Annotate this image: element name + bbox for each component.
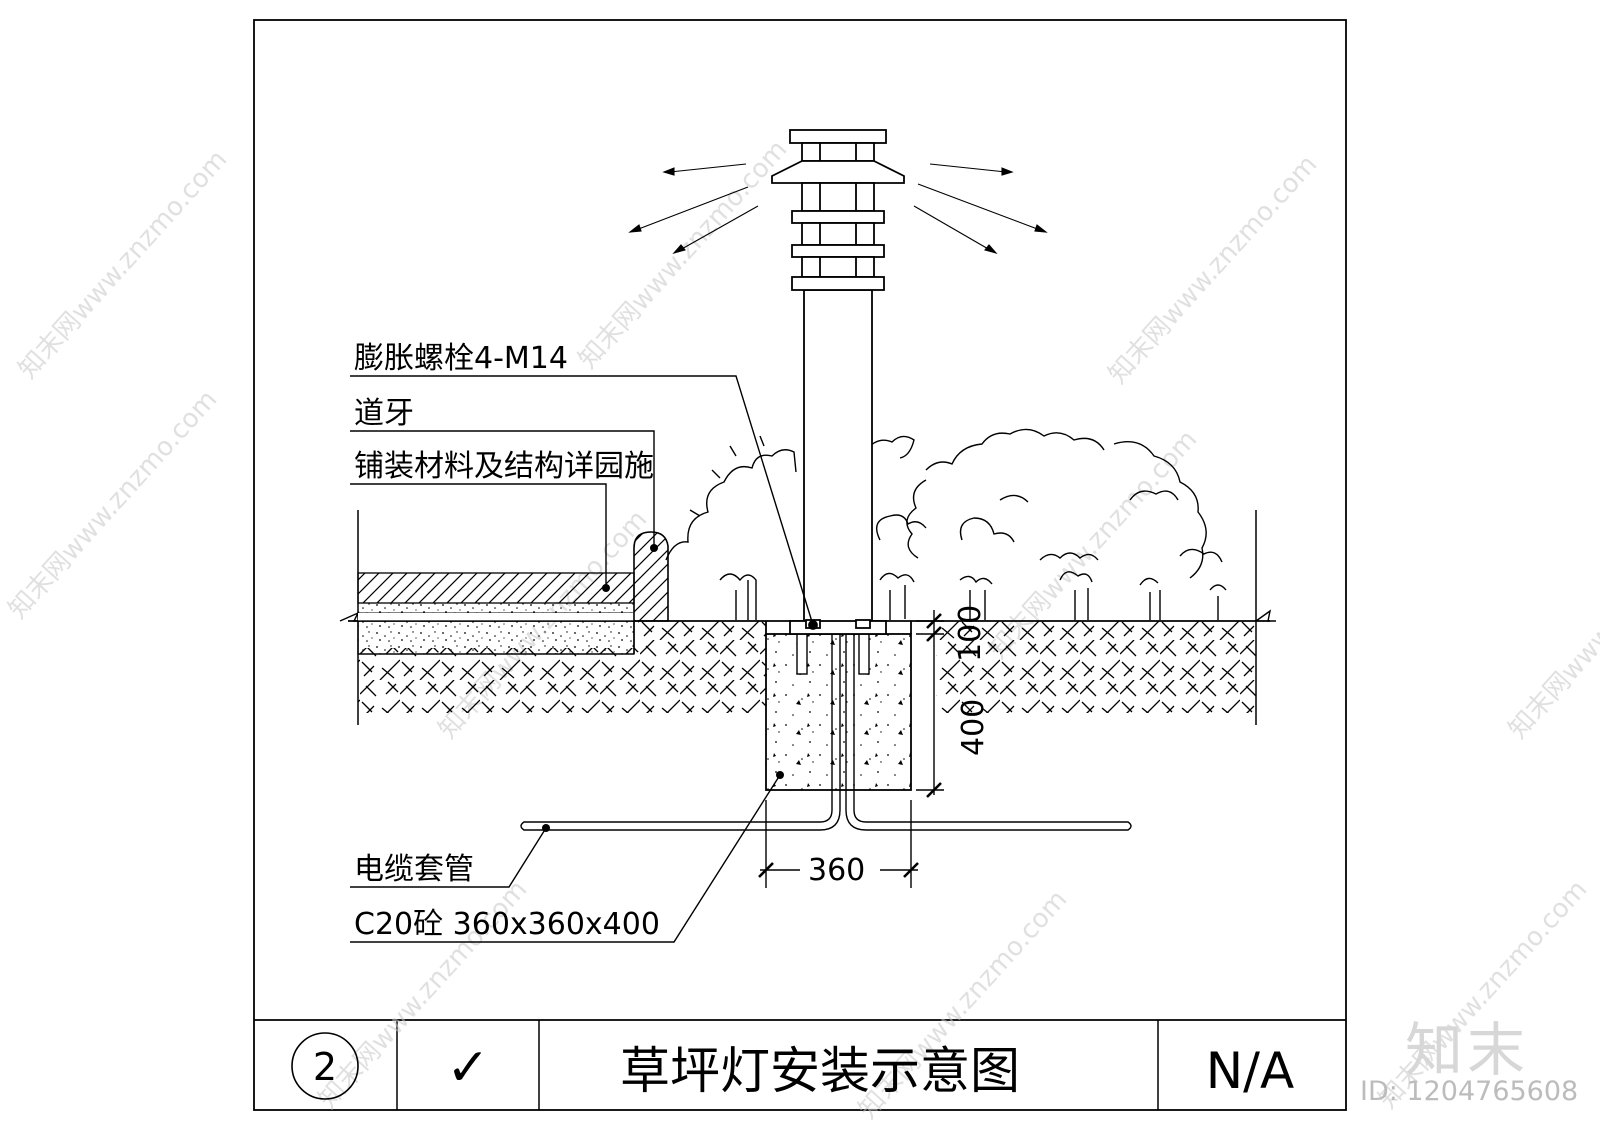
cable-conduit bbox=[520, 621, 1132, 831]
svg-text:知末网www.znzmo.com: 知末网www.znzmo.com bbox=[1103, 150, 1323, 390]
drawing-title: 草坪灯安装示意图 bbox=[620, 1042, 1020, 1100]
paving-layers bbox=[357, 572, 635, 655]
light-rays bbox=[628, 163, 1048, 255]
dim-depth-footing: 400 bbox=[956, 699, 991, 756]
leader-lines bbox=[350, 375, 814, 943]
check-mark: ✓ bbox=[446, 1038, 490, 1098]
svg-text:知末网www.znzmo.com: 知末网www.znzmo.com bbox=[13, 145, 233, 385]
detail-number-circle bbox=[291, 1032, 359, 1100]
drawing-scale: N/A bbox=[1206, 1042, 1294, 1100]
label-conduit: 电缆套管 bbox=[354, 852, 474, 887]
drawing-frame bbox=[253, 19, 1347, 1111]
label-paving: 铺装材料及结构详园施 bbox=[354, 449, 654, 484]
image-id: ID: 1204765608 bbox=[1360, 1076, 1579, 1107]
dim-depth-top: 100 bbox=[953, 605, 988, 662]
label-concrete: C20砼 360x360x400 bbox=[354, 907, 660, 942]
lamp-pole bbox=[789, 289, 887, 635]
label-bolt: 膨胀螺栓4-M14 bbox=[354, 341, 568, 376]
leader-dots bbox=[542, 544, 817, 832]
dim-width-footing: 360 bbox=[808, 853, 865, 888]
svg-text:知末网www.znzmo.com: 知末网www.znzmo.com bbox=[3, 385, 223, 625]
concrete-footing bbox=[765, 621, 912, 791]
svg-text:知末网www.znzmo.com: 知末网www.znzmo.com bbox=[1503, 505, 1600, 745]
dimension-lines bbox=[758, 610, 944, 888]
label-curb: 道牙 bbox=[354, 396, 414, 431]
lamp-head bbox=[771, 129, 905, 291]
detail-number: 2 bbox=[313, 1045, 337, 1089]
curb-stone bbox=[633, 531, 669, 654]
shrubs bbox=[665, 428, 1227, 620]
brand-watermark: 知末 bbox=[1405, 1016, 1530, 1084]
